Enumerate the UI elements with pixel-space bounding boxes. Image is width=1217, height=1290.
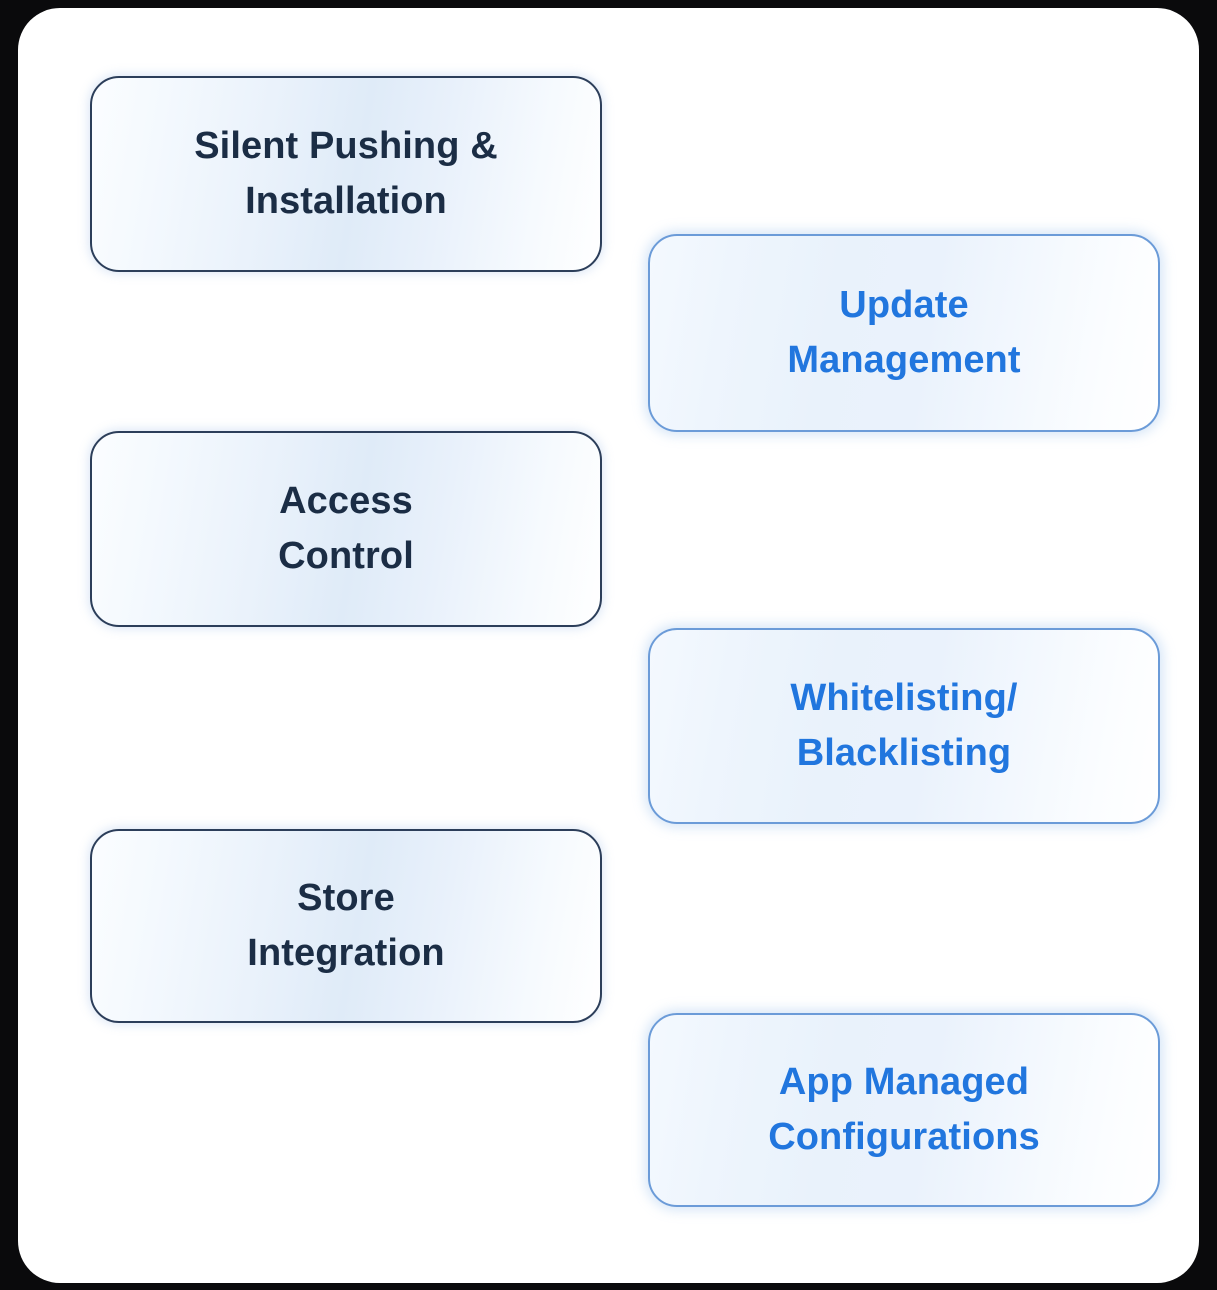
feature-box-update-management[interactable]: Update Management — [648, 234, 1160, 432]
feature-box-store-integration[interactable]: Store Integration — [90, 829, 602, 1023]
feature-box-label: Update Management — [787, 283, 1021, 381]
diagram-card: Silent Pushing & Installation Update Man… — [18, 8, 1199, 1283]
feature-box-silent-pushing-installation[interactable]: Silent Pushing & Installation — [90, 76, 602, 272]
feature-box-access-control[interactable]: Access Control — [90, 431, 602, 627]
feature-box-label: Store Integration — [247, 876, 445, 974]
feature-box-label: Whitelisting/ Blacklisting — [790, 676, 1018, 774]
feature-box-label: Access Control — [278, 479, 414, 577]
feature-box-app-managed-configurations[interactable]: App Managed Configurations — [648, 1013, 1160, 1207]
feature-box-label: App Managed Configurations — [768, 1060, 1040, 1158]
feature-box-whitelisting-blacklisting[interactable]: Whitelisting/ Blacklisting — [648, 628, 1160, 824]
feature-box-label: Silent Pushing & Installation — [194, 124, 498, 222]
